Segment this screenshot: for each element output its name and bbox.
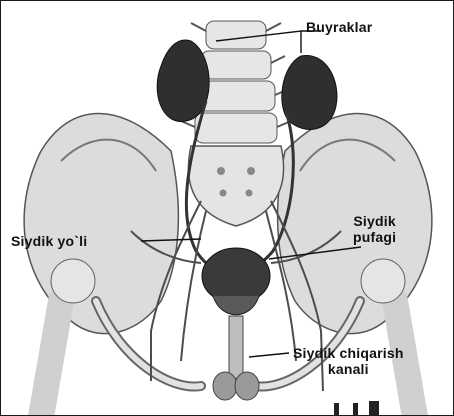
- bladder-label-line1: Siydik: [353, 213, 396, 229]
- kidneys-label: Buyraklar: [306, 19, 372, 35]
- urethra-label: Siydik chiqarish kanali: [293, 345, 404, 377]
- bladder-label: Siydik pufagi: [353, 213, 396, 245]
- urethra-label-line1: Siydik chiqarish: [293, 345, 404, 361]
- urethra-label-line2: kanali: [293, 361, 404, 377]
- ureter-label: Siydik yo`li: [11, 233, 87, 249]
- bladder: [202, 248, 270, 315]
- urethra: [213, 316, 259, 400]
- bladder-label-line2: pufagi: [353, 229, 396, 245]
- bottom-marks: [334, 401, 379, 416]
